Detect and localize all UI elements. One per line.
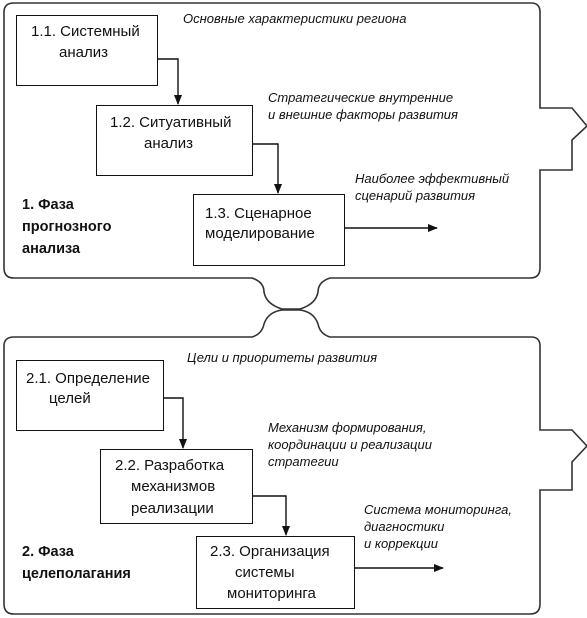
p1-box-situational-analysis: 1.2. Ситуативный анализ <box>96 105 253 176</box>
p2-note-monitoring: Система мониторинга, диагностики и корре… <box>364 502 512 551</box>
phase2-outline <box>3 309 587 615</box>
p1-note-factors: Стратегические внутренние и внешние факт… <box>268 90 458 122</box>
p2-note-mechanism: Механизм формирования, координации и реа… <box>268 420 432 469</box>
phase1-label: 1. Фаза прогнозного анализа <box>22 197 112 257</box>
p1-box-scenario-modeling: 1.3. Сценарное моделирование <box>193 194 345 266</box>
p1-note-characteristics: Основные характеристики региона <box>183 11 407 26</box>
p1-arrow-1-2 <box>158 58 182 105</box>
p2-arrow-2-3 <box>252 495 290 536</box>
p2-box-mechanism-development: 2.2. Разработка механизмов реализации <box>100 449 253 524</box>
phase2-label: 2. Фаза целеполагания <box>22 544 131 582</box>
phase1-outline <box>3 2 587 310</box>
p2-box-monitoring-system: 2.3. Организация системы мониторинга <box>196 536 355 609</box>
p1-arrow-2-3 <box>252 143 282 194</box>
p1-note-scenario: Наиболее эффективный сценарий развития <box>355 171 510 203</box>
p1-box-system-analysis: 1.1. Системный анализ <box>16 15 158 86</box>
p2-box-goal-definition: 2.1. Определение целей <box>16 360 164 431</box>
p2-arrow-1-2 <box>163 397 187 449</box>
p2-note-goals: Цели и приоритеты развития <box>187 350 378 365</box>
